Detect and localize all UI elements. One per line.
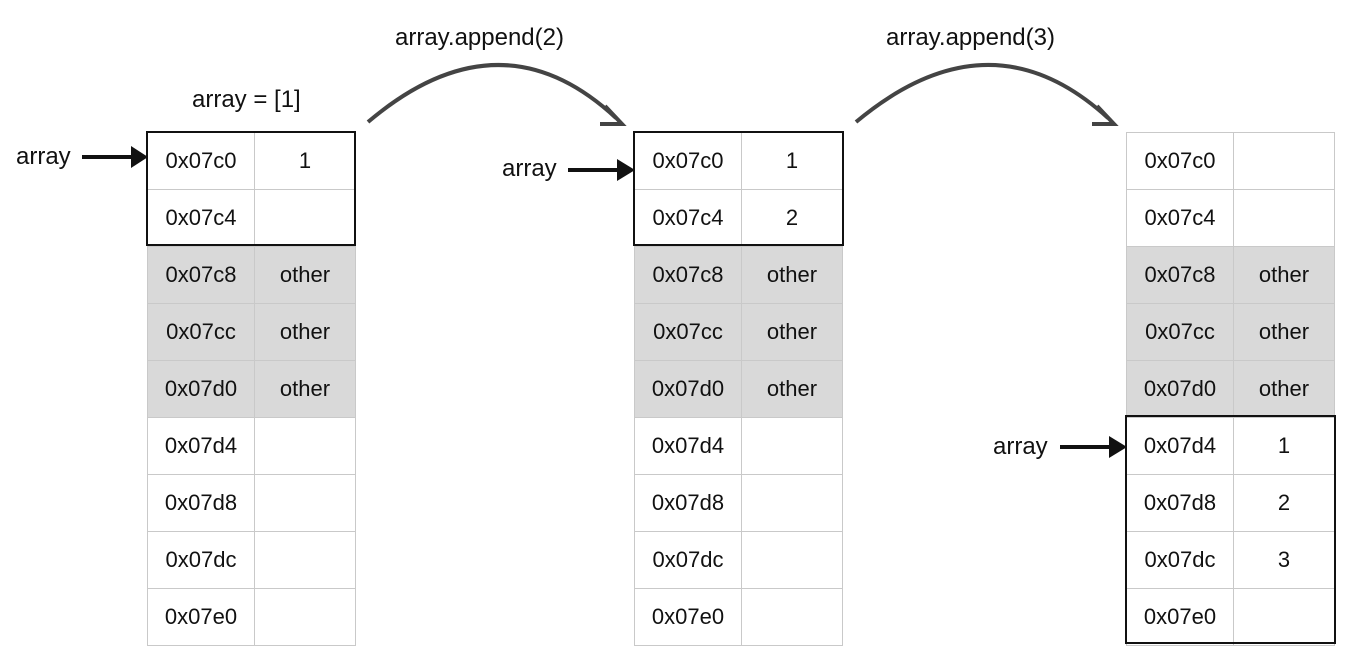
address-cell: 0x07c8: [1126, 246, 1234, 304]
memory-row: 0x07d8: [147, 474, 356, 532]
value-cell: 1: [741, 132, 843, 190]
address-cell: 0x07d0: [634, 360, 742, 418]
step-label-append-3: array.append(3): [886, 24, 1055, 51]
value-cell: 1: [1233, 417, 1335, 475]
value-cell: [254, 474, 356, 532]
value-cell: other: [1233, 246, 1335, 304]
address-cell: 0x07cc: [634, 303, 742, 361]
pointer-arrow-1: [82, 146, 148, 168]
value-cell: [1233, 132, 1335, 190]
value-cell: [741, 417, 843, 475]
value-cell: other: [1233, 360, 1335, 418]
address-cell: 0x07d4: [1126, 417, 1234, 475]
memory-row: 0x07dc: [634, 531, 843, 589]
value-cell: 2: [741, 189, 843, 247]
address-cell: 0x07c4: [634, 189, 742, 247]
address-cell: 0x07e0: [634, 588, 742, 646]
address-cell: 0x07c4: [147, 189, 255, 247]
value-cell: [254, 588, 356, 646]
memory-row: 0x07c4: [147, 189, 356, 247]
value-cell: other: [254, 246, 356, 304]
value-cell: other: [254, 303, 356, 361]
value-cell: other: [741, 360, 843, 418]
initial-label: array = [1]: [192, 86, 301, 113]
memory-row: 0x07d4: [147, 417, 356, 475]
value-cell: other: [1233, 303, 1335, 361]
address-cell: 0x07cc: [147, 303, 255, 361]
memory-row: 0x07e0: [1126, 588, 1335, 646]
value-cell: [1233, 588, 1335, 646]
address-cell: 0x07d4: [147, 417, 255, 475]
memory-row: 0x07d8: [634, 474, 843, 532]
address-cell: 0x07dc: [634, 531, 742, 589]
value-cell: [741, 531, 843, 589]
address-cell: 0x07d8: [147, 474, 255, 532]
value-cell: [254, 417, 356, 475]
address-cell: 0x07d8: [634, 474, 742, 532]
address-cell: 0x07c0: [147, 132, 255, 190]
pointer-label-2: array: [502, 155, 557, 182]
value-cell: [254, 531, 356, 589]
memory-row: 0x07d4: [634, 417, 843, 475]
memory-row: 0x07e0: [147, 588, 356, 646]
address-cell: 0x07d0: [1126, 360, 1234, 418]
value-cell: 3: [1233, 531, 1335, 589]
address-cell: 0x07e0: [1126, 588, 1234, 646]
value-cell: other: [741, 246, 843, 304]
address-cell: 0x07d4: [634, 417, 742, 475]
address-cell: 0x07e0: [147, 588, 255, 646]
memory-row: 0x07e0: [634, 588, 843, 646]
pointer-arrow-3: [1060, 436, 1127, 458]
address-cell: 0x07d8: [1126, 474, 1234, 532]
address-cell: 0x07d0: [147, 360, 255, 418]
address-cell: 0x07dc: [1126, 531, 1234, 589]
memory-row: 0x07c0: [1126, 132, 1335, 190]
value-cell: other: [254, 360, 356, 418]
value-cell: [741, 474, 843, 532]
step-arrow-1: [366, 63, 627, 126]
pointer-label-1: array: [16, 143, 71, 170]
pointer-label-3: array: [993, 433, 1048, 460]
value-cell: [741, 588, 843, 646]
step-label-append-2: array.append(2): [395, 24, 564, 51]
step-arrow-2: [854, 63, 1119, 126]
address-cell: 0x07cc: [1126, 303, 1234, 361]
pointer-arrow-2: [568, 159, 635, 181]
